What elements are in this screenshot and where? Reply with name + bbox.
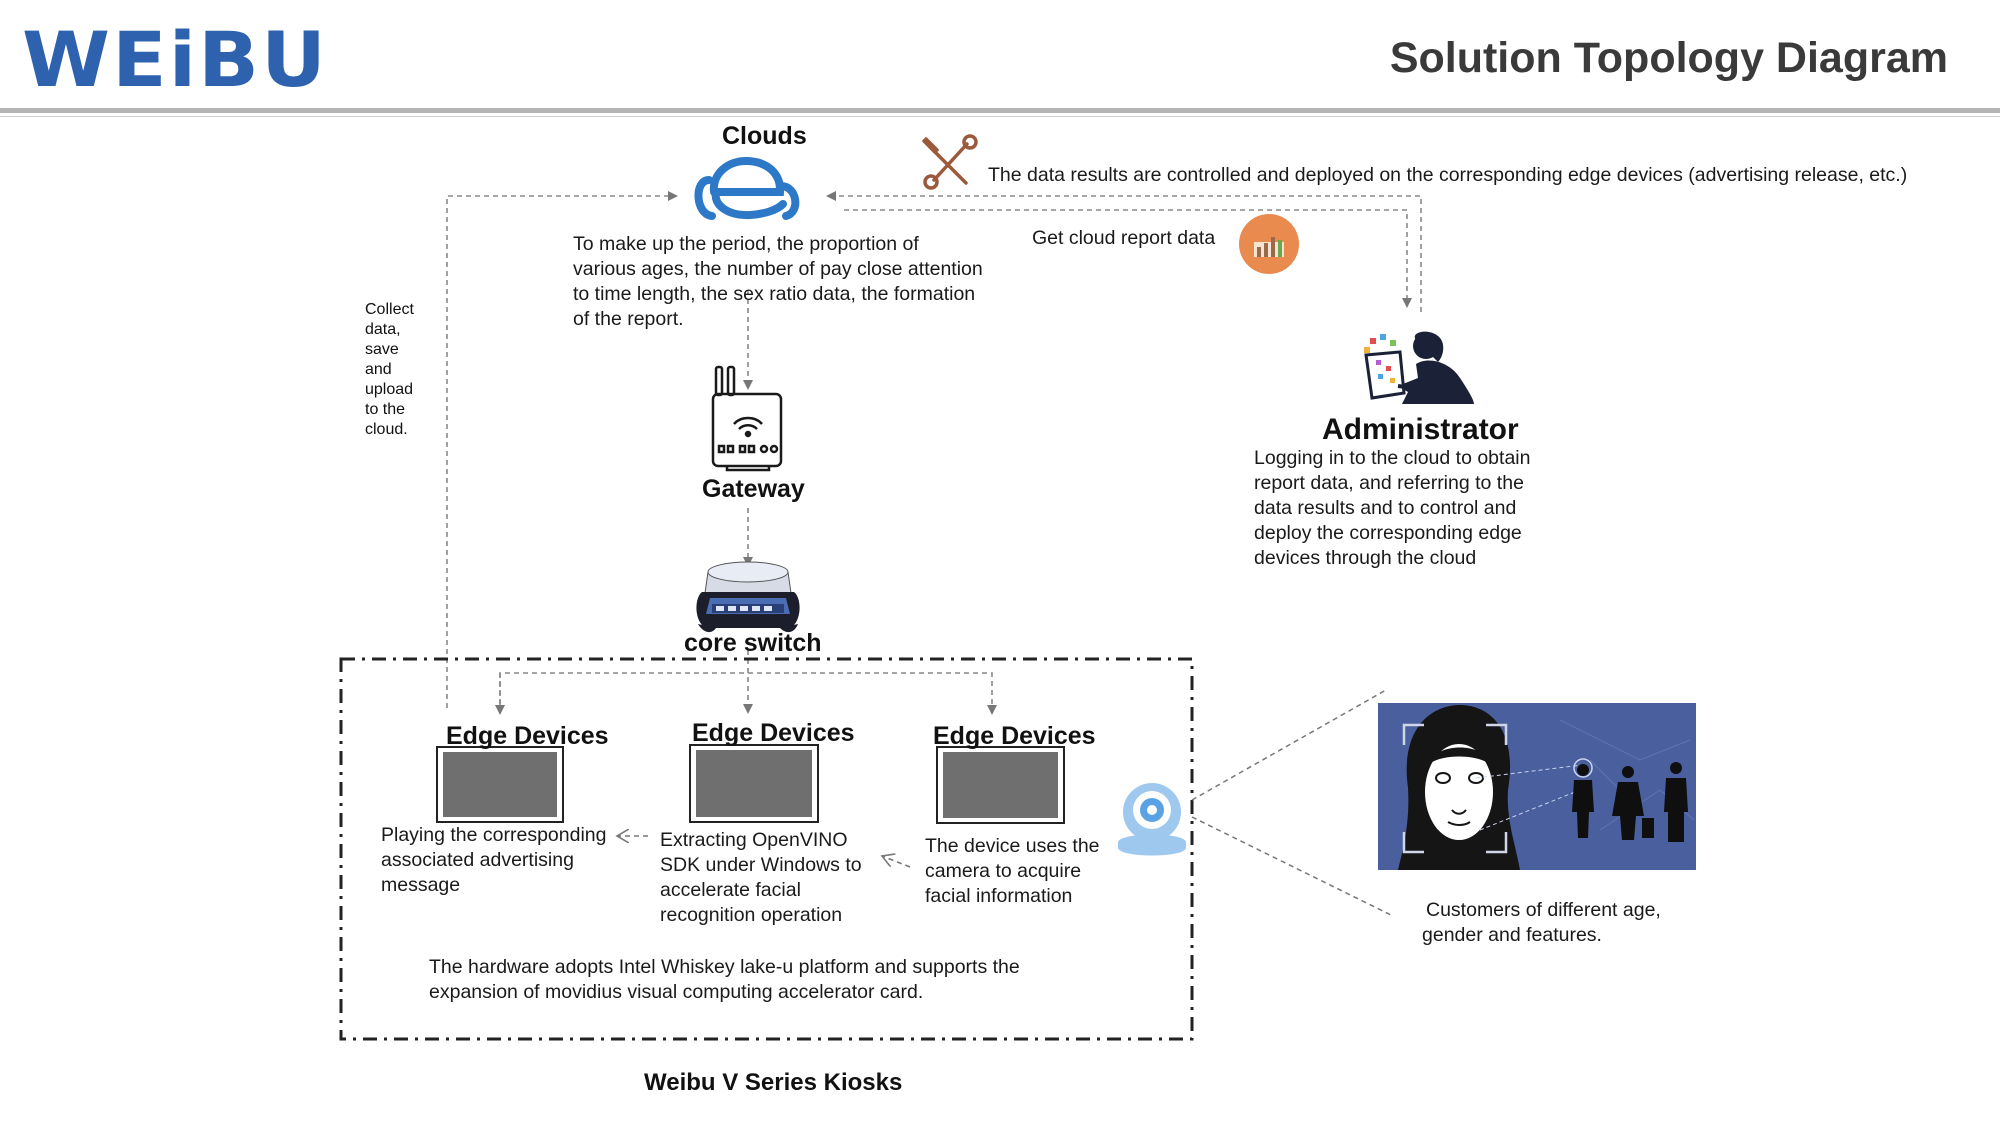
cloud-icon [694,157,800,220]
administrator-label: Administrator [1322,413,1519,446]
report-annotation: Get cloud report data [1032,227,1216,249]
gateway-label: Gateway [702,475,805,503]
clouds-label: Clouds [722,122,807,150]
core-switch-label: core switch [684,629,822,657]
edge-device-screen-3 [936,746,1065,824]
administrator-description: Logging in to the cloud to obtain report… [1254,447,1531,569]
webcam-icon [1118,783,1186,856]
kiosk-boundary [339,657,1194,1041]
edge-device-3-description: The device uses the camera to acquire fa… [925,835,1100,907]
administrator-icon [1364,331,1474,404]
gateway-icon [711,365,783,472]
clouds-description: To make up the period, the proportion of… [573,233,983,330]
camera-view-line-bottom [1191,816,1392,916]
customers-caption: Customers of different age, gender and f… [1422,899,1661,946]
tools-icon [922,134,978,190]
collect-annotation: Collect data, save and upload to the clo… [365,301,414,438]
page-title: Solution Topology Diagram [1389,34,1948,82]
header-divider-thin [0,116,2000,117]
header-divider [0,108,2000,113]
edge-device-1-description: Playing the corresponding associated adv… [381,824,607,896]
edge-device-1-label: Edge Devices [446,722,609,750]
control-connector [826,191,1422,312]
report-connector [844,209,1412,308]
edge-device-screen-2 [689,744,819,823]
kiosk-caption: Weibu V Series Kiosks [644,1069,903,1096]
camera-view-line-top [1191,689,1387,801]
edge-device-screen-1 [436,746,564,823]
hardware-note: The hardware adopts Intel Whiskey lake-u… [429,956,1020,1003]
report-chart-icon [1239,214,1299,274]
control-annotation: The data results are controlled and depl… [988,164,1908,186]
edge-device-3-label: Edge Devices [933,722,1096,750]
edge-distribution-connector [499,672,997,715]
customer-recognition-photo [1378,703,1696,870]
core-switch-icon [696,561,800,633]
edge-device-2-label: Edge Devices [692,719,855,747]
edge-device-2-description: Extracting OpenVINO SDK under Windows to… [660,829,862,926]
weibu-logo: WEiBU [22,15,329,104]
